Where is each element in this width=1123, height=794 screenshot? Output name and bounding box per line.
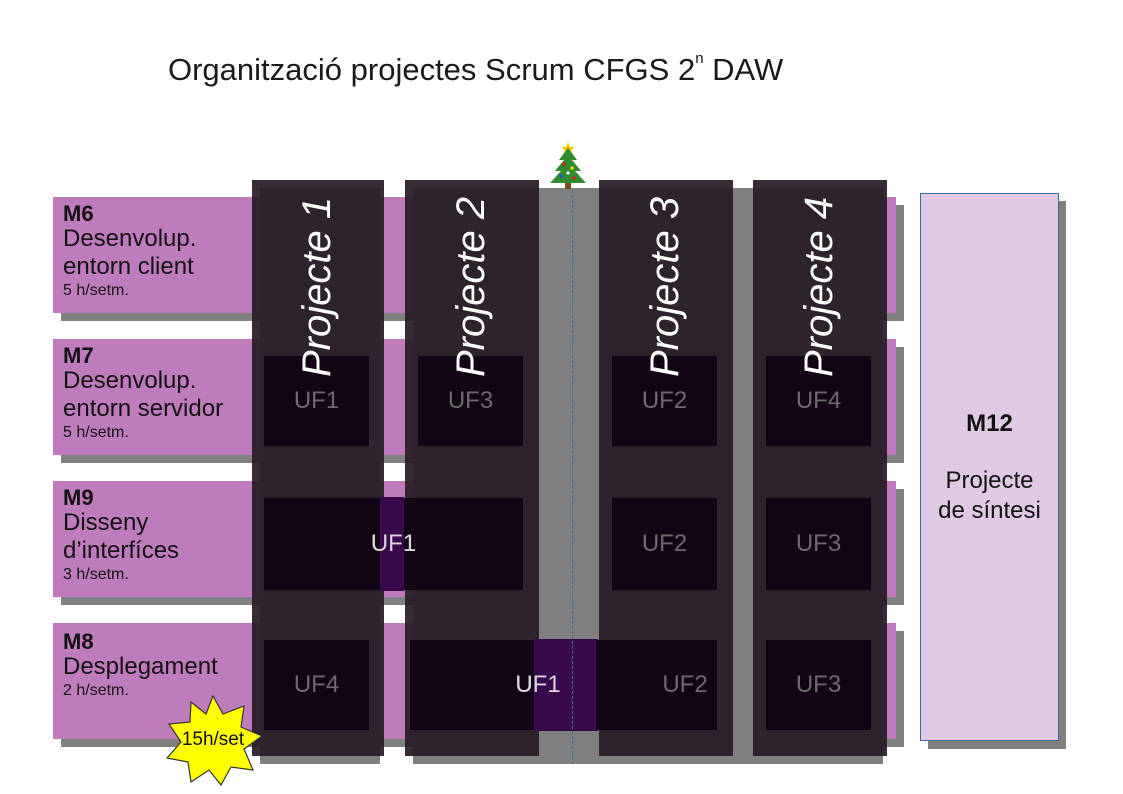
m9-uf1-highlight-overlay <box>380 498 404 590</box>
title-suffix: DAW <box>703 52 784 87</box>
module-label-m6: M6 Desenvolup. entorn client 5 h/setm. <box>63 202 248 300</box>
module-name: Desplegament <box>63 653 218 681</box>
unit-box-m9-uf3: UF3 <box>766 498 871 590</box>
unit-box-m7-uf3: UF3 <box>418 356 523 446</box>
hours-badge-label: 15h/set <box>181 729 245 750</box>
m12-block: M12 Projecte de síntesi <box>920 193 1059 741</box>
module-hours: 5 h/setm. <box>63 424 129 442</box>
module-name: Disseny <box>63 509 149 537</box>
unit-box-m7-uf4: UF4 <box>766 356 871 446</box>
project-label-2: Projecte 2 <box>449 196 493 377</box>
m12-code: M12 <box>966 410 1013 437</box>
project-label-4: Projecte 4 <box>797 196 841 377</box>
module-name: entorn client <box>63 253 194 281</box>
unit-box-m8-uf3: UF3 <box>766 640 871 730</box>
m8-uf1-highlight-overlay <box>534 640 596 730</box>
module-label-m7: M7 Desenvolup. entorn servidor 5 h/setm. <box>63 344 248 442</box>
module-code: M8 <box>63 629 94 654</box>
unit-label-m9-uf1: UF1 <box>370 530 417 557</box>
module-code: M6 <box>63 201 94 226</box>
title-superscript: n <box>695 50 704 67</box>
module-name: Desenvolup. <box>63 225 197 253</box>
unit-box-m7-uf1: UF1 <box>264 356 369 446</box>
module-code: M7 <box>63 343 94 368</box>
unit-box-m8-uf2: UF2 <box>653 640 717 730</box>
unit-label-m8-uf1: UF1 <box>515 671 561 698</box>
christmas-tree-icon <box>550 142 586 189</box>
module-code: M9 <box>63 485 94 510</box>
module-label-m8: M8 Desplegament 2 h/setm. <box>63 630 248 700</box>
holiday-divider-line <box>572 190 573 764</box>
module-hours: 3 h/setm. <box>63 566 129 584</box>
project-label-1: Projecte 1 <box>295 196 339 377</box>
module-hours: 5 h/setm. <box>63 282 129 300</box>
module-hours: 2 h/setm. <box>63 682 129 700</box>
unit-box-m8-uf4: UF4 <box>264 640 369 730</box>
m12-description: Projecte de síntesi <box>938 467 1041 524</box>
title-text: Organització projectes Scrum CFGS 2 <box>168 52 696 87</box>
unit-box-m9-uf2: UF2 <box>612 498 717 590</box>
project-label-3: Projecte 3 <box>643 196 687 377</box>
star-burst-icon <box>165 694 264 787</box>
module-name: entorn servidor <box>63 395 224 423</box>
module-name: Desenvolup. <box>63 367 197 395</box>
module-name: d’interfíces <box>63 537 180 565</box>
unit-box-m7-uf2: UF2 <box>612 356 717 446</box>
page-title: Organització projectes Scrum CFGS 2n DAW <box>168 50 784 88</box>
module-label-m9: M9 Disseny d’interfíces 3 h/setm. <box>63 486 248 584</box>
